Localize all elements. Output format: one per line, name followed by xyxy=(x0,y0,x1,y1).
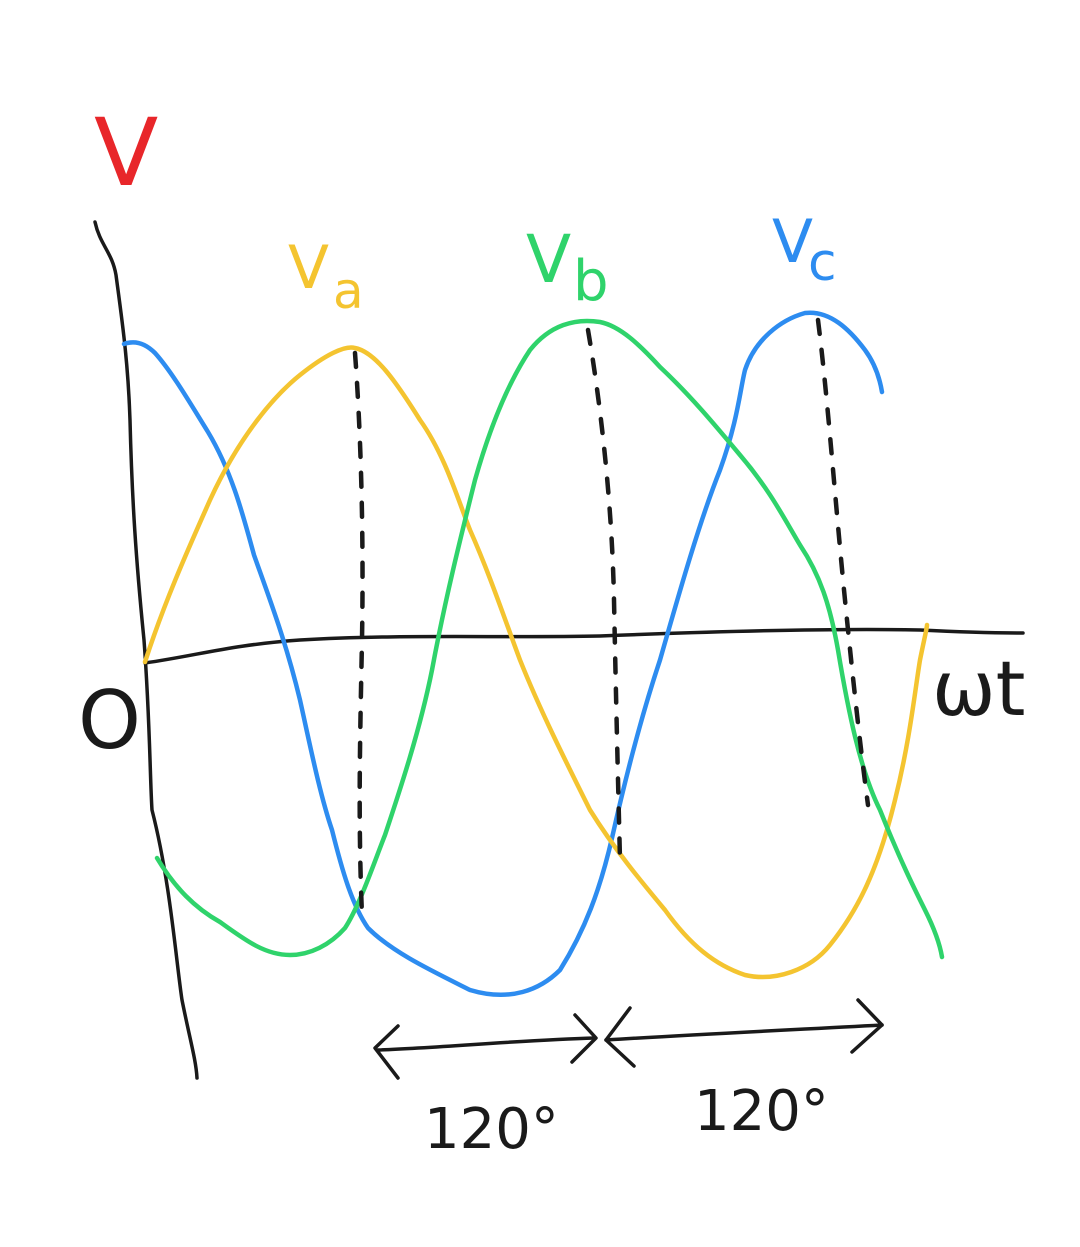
phase-shift-arrow-2 xyxy=(604,998,884,1068)
phase-shift-label-1: 120° xyxy=(424,1097,559,1162)
origin-label: O xyxy=(78,674,141,767)
phase-b-waveform xyxy=(154,318,945,960)
y-axis-label: V xyxy=(94,99,158,208)
voltage-axis xyxy=(93,220,199,1080)
phase-shift-arrow-1 xyxy=(373,1013,598,1080)
phase-b-peak-marker xyxy=(585,327,623,863)
phase-b-label: V b xyxy=(526,221,609,314)
phase-shift-label-2: 120° xyxy=(694,1079,829,1144)
phase-a-label: V a xyxy=(288,233,364,320)
svg-text:V: V xyxy=(288,233,329,303)
x-axis-label: ωt xyxy=(932,644,1025,733)
svg-text:b: b xyxy=(573,249,609,314)
svg-text:V: V xyxy=(772,207,813,277)
phase-c-waveform xyxy=(121,310,885,998)
svg-text:c: c xyxy=(808,233,837,293)
phase-c-label: V c xyxy=(772,207,837,293)
phase-c-peak-marker xyxy=(815,317,871,808)
svg-text:V: V xyxy=(526,221,571,298)
phase-a-waveform xyxy=(142,345,930,980)
svg-text:a: a xyxy=(333,262,364,320)
time-axis xyxy=(143,627,1025,665)
phase-a-peak-marker xyxy=(352,350,365,918)
